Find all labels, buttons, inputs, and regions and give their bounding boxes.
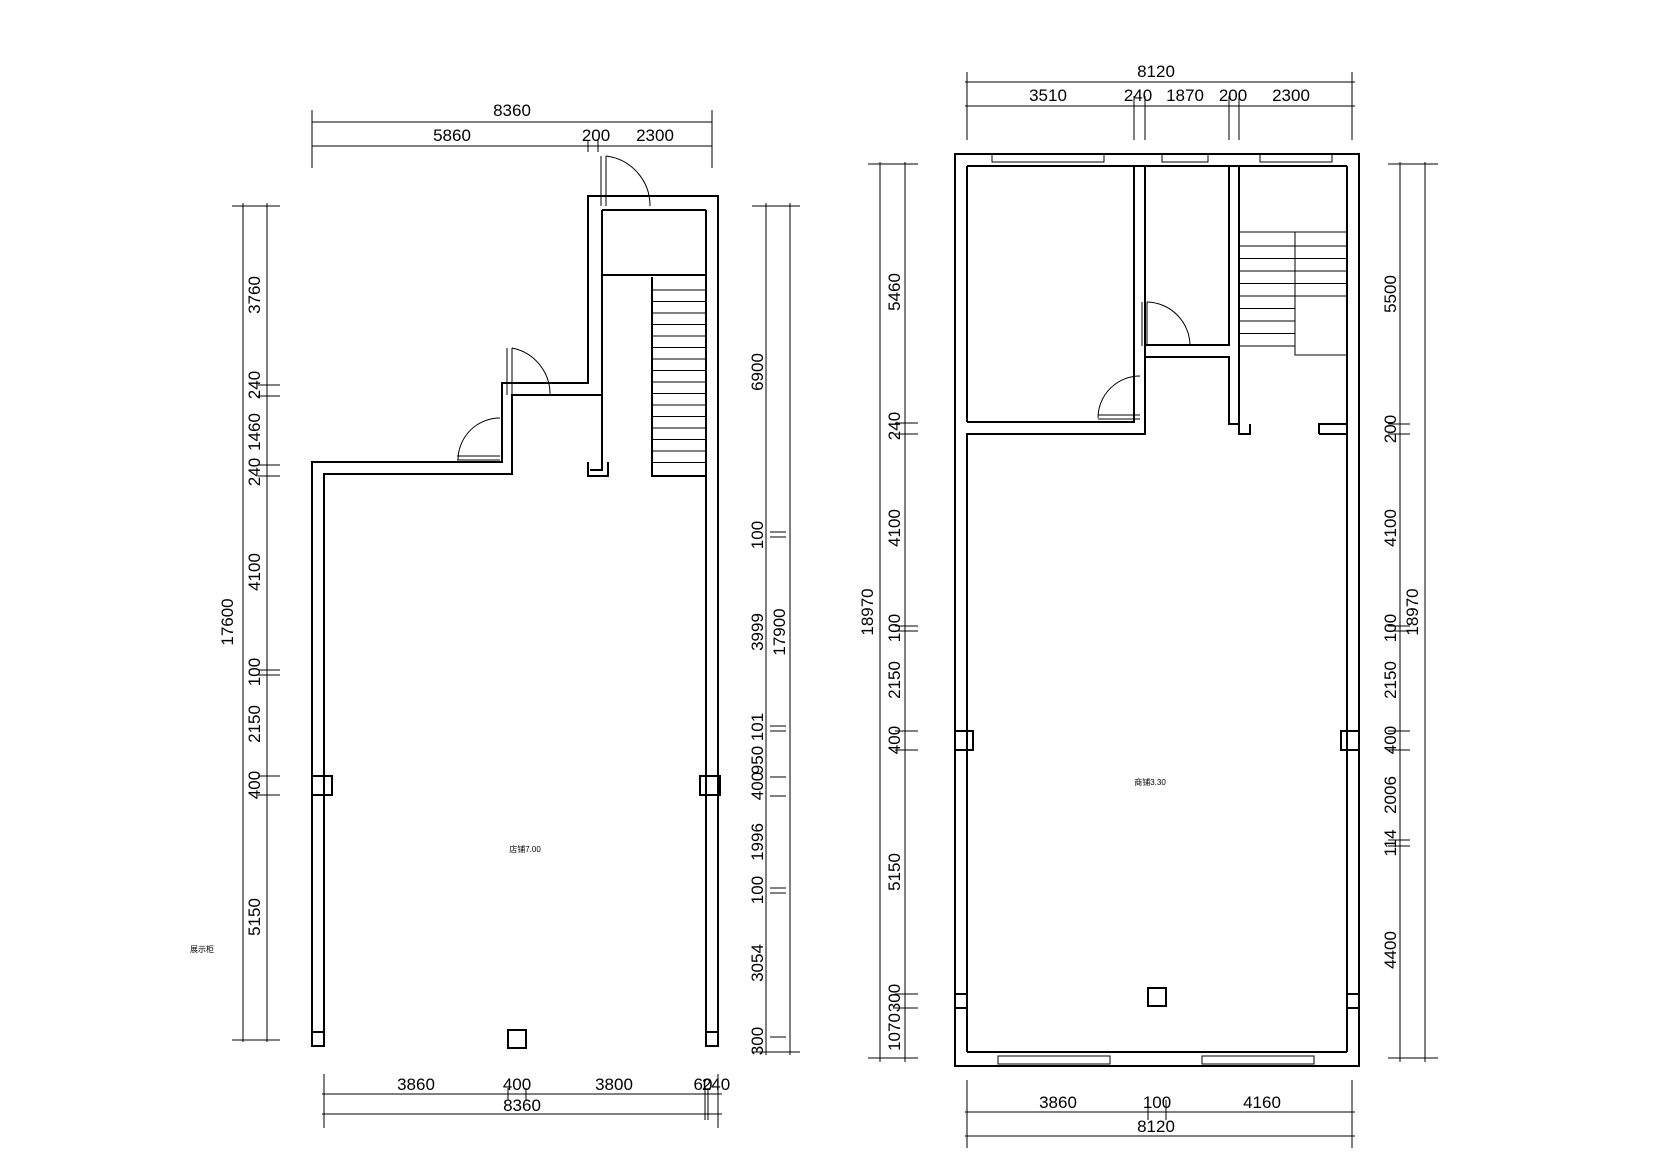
right-top-seg-2: 240 bbox=[1124, 86, 1152, 105]
left-right-seg-1: 6900 bbox=[748, 353, 767, 391]
right-top-seg-1: 3510 bbox=[1029, 86, 1067, 105]
right-right-seg-9: 4400 bbox=[1381, 931, 1400, 969]
left-bottom-dimensions: 3860 400 3800 60 240 8360 bbox=[322, 1074, 730, 1128]
right-room-label: 商铺3.30 bbox=[1134, 777, 1166, 787]
right-bottom-seg-3: 4160 bbox=[1243, 1093, 1281, 1112]
left-bottom-seg-5: 240 bbox=[702, 1075, 730, 1094]
right-left-seg-8: 300 bbox=[885, 984, 904, 1012]
left-right-seg-5: 101 bbox=[748, 713, 767, 741]
left-top-dimensions: 8360 5860 200 2300 bbox=[311, 101, 713, 168]
left-bottom-seg-1: 3860 bbox=[397, 1075, 435, 1094]
right-right-seg-6: 400 bbox=[1381, 726, 1400, 754]
left-right-seg-7: 1996 bbox=[748, 823, 767, 861]
left-right-seg-8: 100 bbox=[748, 876, 767, 904]
left-bottom-total: 8360 bbox=[503, 1096, 541, 1115]
right-top-dimensions: 8120 3510 240 1870 200 2300 bbox=[965, 62, 1355, 140]
right-left-seg-1: 5460 bbox=[885, 273, 904, 311]
left-bottom-seg-4: 60 bbox=[694, 1075, 713, 1094]
left-seg-6: 100 bbox=[245, 658, 264, 686]
left-seg-5: 4100 bbox=[245, 553, 264, 591]
left-seg-7: 2150 bbox=[245, 705, 264, 743]
left-overall-height-left: 17600 bbox=[218, 598, 237, 645]
right-walls bbox=[954, 153, 1360, 1067]
right-stairs bbox=[1239, 231, 1348, 356]
right-overall-height-left: 18970 bbox=[858, 588, 877, 635]
right-floor-plan: 8120 3510 240 1870 200 2300 18970 5460 2… bbox=[858, 62, 1438, 1148]
left-seg-3: 1460 bbox=[245, 413, 264, 451]
left-right-seg-3: 3999 bbox=[748, 613, 767, 651]
left-seg-8: 400 bbox=[245, 771, 264, 799]
right-top-seg-3: 1870 bbox=[1166, 86, 1204, 105]
left-seg-2: 240 bbox=[245, 371, 264, 399]
right-right-dimensions: 18970 5500 200 4100 100 2150 400 2006 11… bbox=[1381, 162, 1438, 1062]
right-left-seg-5: 2150 bbox=[885, 661, 904, 699]
right-left-seg-4: 100 bbox=[885, 614, 904, 642]
right-right-seg-4: 100 bbox=[1381, 614, 1400, 642]
left-right-seg-4: 950 bbox=[748, 746, 767, 774]
right-right-seg-5: 2150 bbox=[1381, 661, 1400, 699]
right-left-seg-9: 1070 bbox=[885, 1013, 904, 1051]
stair-outline bbox=[1239, 231, 1348, 356]
right-top-seg-4: 200 bbox=[1219, 86, 1247, 105]
left-seg-1: 3760 bbox=[245, 276, 264, 314]
left-overall-width: 8360 bbox=[493, 101, 531, 120]
right-left-dimensions: 18970 5460 240 4100 100 2150 400 5150 30… bbox=[858, 162, 918, 1062]
left-top-seg-1: 5860 bbox=[433, 126, 471, 145]
left-walls bbox=[311, 195, 721, 1049]
right-bottom-seg-2: 100 bbox=[1143, 1093, 1171, 1112]
right-left-seg-6: 400 bbox=[885, 726, 904, 754]
left-right-seg-2: 100 bbox=[748, 521, 767, 549]
left-right-seg-10: 300 bbox=[748, 1027, 767, 1055]
right-doors bbox=[1097, 301, 1191, 420]
left-side-note: 展示柜 bbox=[190, 944, 214, 954]
left-top-seg-3: 2300 bbox=[636, 126, 674, 145]
right-left-seg-2: 240 bbox=[885, 412, 904, 440]
right-right-seg-8: 114 bbox=[1381, 829, 1400, 856]
right-bottom-seg-1: 3860 bbox=[1039, 1093, 1077, 1112]
left-floor-plan: 8360 5860 200 2300 17600 3760 240 1460 2… bbox=[190, 101, 800, 1128]
left-bottom-seg-2: 400 bbox=[503, 1075, 531, 1094]
right-overall-width: 8120 bbox=[1137, 62, 1175, 81]
right-bottom-dimensions: 3860 100 4160 8120 bbox=[965, 1080, 1355, 1148]
right-right-seg-1: 5500 bbox=[1381, 275, 1400, 313]
left-seg-4: 240 bbox=[245, 458, 264, 486]
left-bottom-seg-3: 3800 bbox=[595, 1075, 633, 1094]
right-left-seg-7: 5150 bbox=[885, 853, 904, 891]
left-doors bbox=[457, 155, 651, 461]
left-top-seg-2: 200 bbox=[582, 126, 610, 145]
left-right-dimensions: 17900 6900 100 3999 950 101 400 1996 100… bbox=[748, 203, 800, 1055]
left-right-seg-9: 3054 bbox=[748, 944, 767, 982]
right-left-seg-3: 4100 bbox=[885, 509, 904, 547]
right-bottom-total: 8120 bbox=[1137, 1117, 1175, 1136]
right-top-seg-5: 2300 bbox=[1272, 86, 1310, 105]
left-overall-height-right: 17900 bbox=[770, 608, 789, 655]
left-right-seg-6: 400 bbox=[748, 772, 767, 800]
right-right-seg-7: 2006 bbox=[1381, 776, 1400, 814]
left-seg-9: 5150 bbox=[245, 898, 264, 936]
left-room-label: 店铺7.00 bbox=[509, 844, 541, 854]
left-stairs bbox=[652, 289, 706, 463]
right-right-seg-3: 4100 bbox=[1381, 509, 1400, 547]
left-side-dimensions: 17600 3760 240 1460 240 4100 100 2150 40… bbox=[218, 203, 280, 1042]
right-right-seg-2: 200 bbox=[1381, 415, 1400, 443]
right-overall-height-right: 18970 bbox=[1403, 588, 1422, 635]
